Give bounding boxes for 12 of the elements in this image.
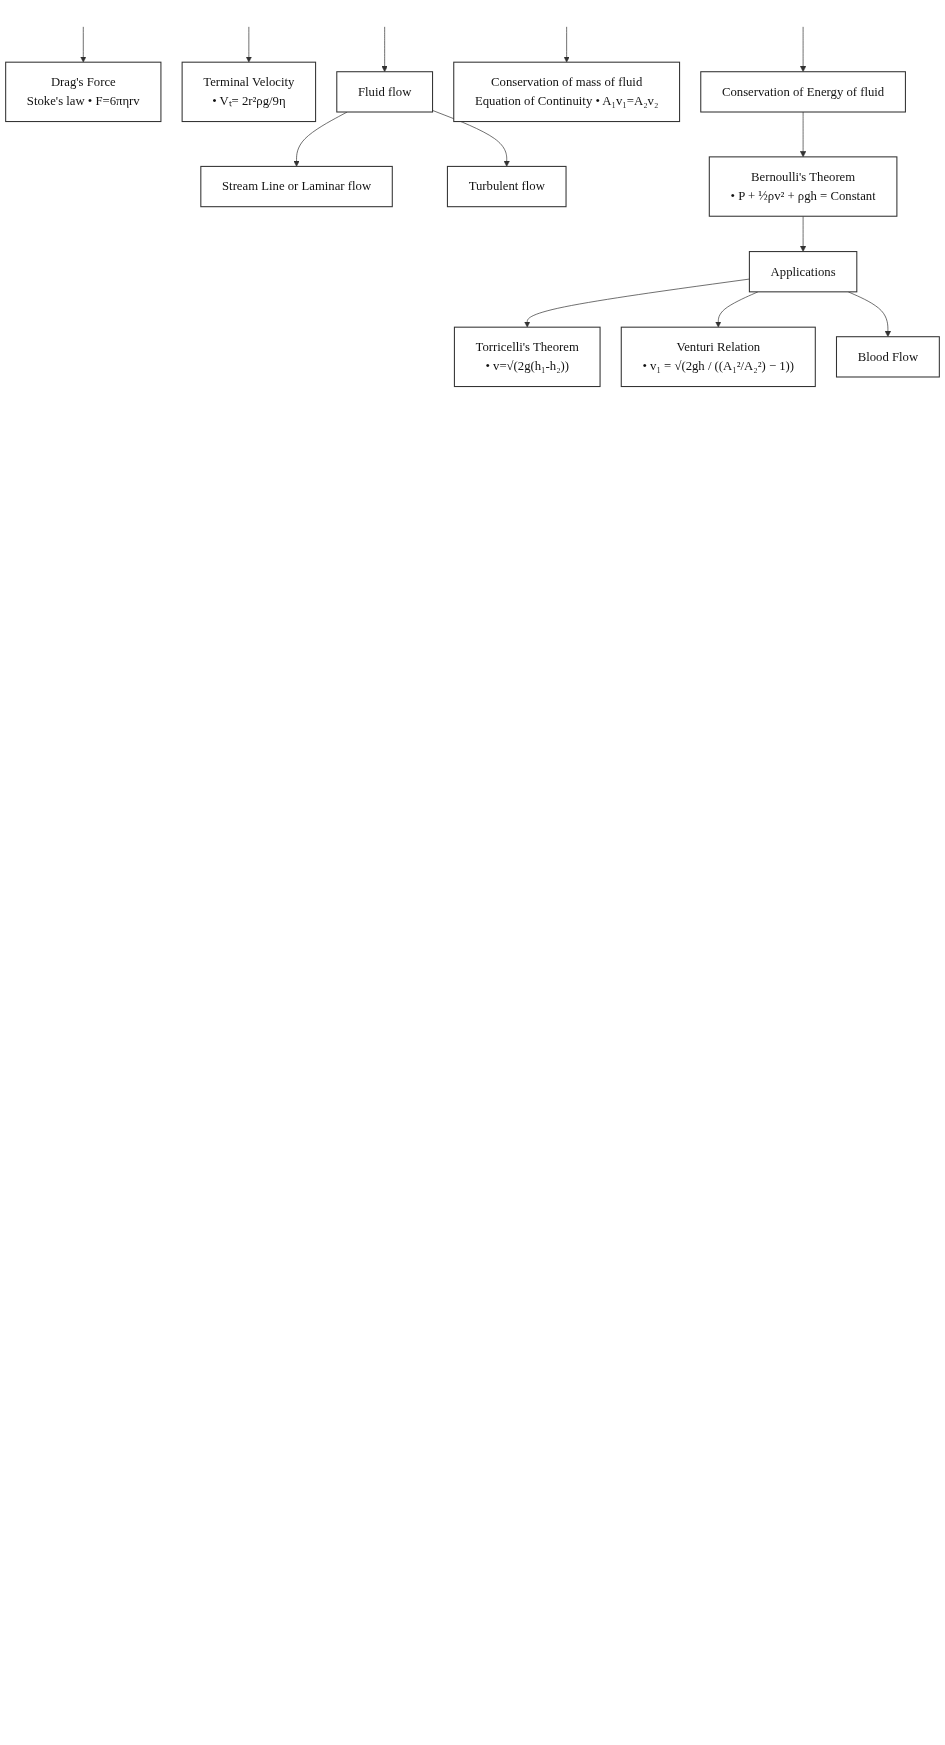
concept-box: Terminal Velocity • Vₜ= 2r²ρg/9η bbox=[181, 61, 317, 123]
concept-box: Torricelli's Theorem • v=√(2g(h₁-h₂)) bbox=[453, 326, 601, 388]
concept-box: Fluid flow bbox=[336, 71, 434, 113]
concept-box: Blood Flow bbox=[835, 336, 940, 378]
concept-box: Drag's Force Stoke's law • F=6πηrv bbox=[5, 61, 162, 123]
concept-box: Venturi Relation • v₁ = √(2gh / ((A₁²/A₂²) − 1)) bbox=[620, 326, 816, 388]
concept-box: Conservation of mass of fluid Equation of Continuity • A₁v₁=A₂v₂ bbox=[453, 61, 681, 123]
concept-box: Conservation of Energy of fluid bbox=[700, 71, 906, 113]
concept-box: Applications bbox=[748, 251, 858, 293]
concept-box: Bernoulli's Theorem • P + ½ρv² + ρgh = Constant bbox=[708, 156, 898, 217]
concept-box: Stream Line or Laminar flow bbox=[200, 165, 393, 208]
concept-box: Turbulent flow bbox=[446, 165, 567, 208]
